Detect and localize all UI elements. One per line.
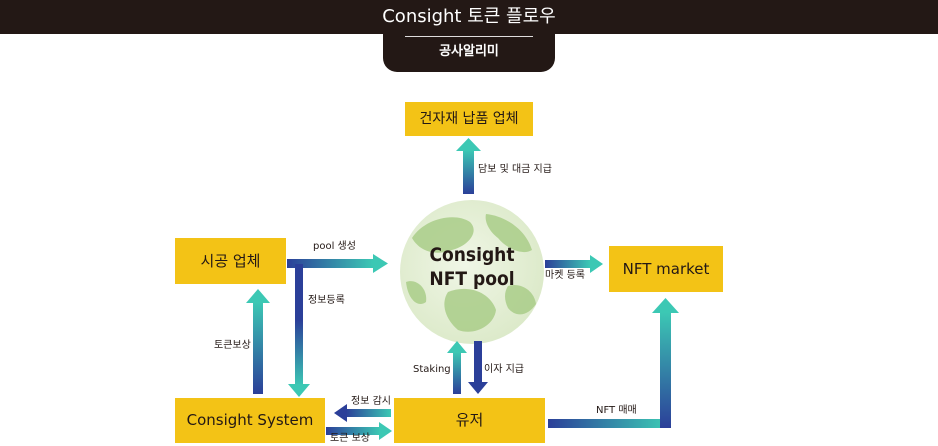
arrow-system-to-user xyxy=(326,422,392,440)
system-node: Consight System xyxy=(175,398,325,443)
contractor-label: 시공 업체 xyxy=(200,252,261,270)
arrow-pool-to-supplier xyxy=(456,138,481,194)
arrow-user-to-pool xyxy=(447,341,467,394)
edge-label-collateral: 담보 및 대금 지급 xyxy=(478,164,552,175)
arrow-pool-to-user xyxy=(468,341,488,394)
arrow-contractor-to-system xyxy=(288,264,310,397)
arrow-contractor-to-pool xyxy=(287,254,388,273)
edge-label-staking: Staking xyxy=(413,364,451,375)
brand-tab-label: 공사알리미 xyxy=(439,44,499,59)
edge-label-info-monitor: 정보 감시 xyxy=(351,396,391,407)
globe-icon xyxy=(400,200,544,344)
edge-label-token-reward-left: 토큰보상 xyxy=(214,340,251,351)
edge-label-info-register: 정보등록 xyxy=(308,295,345,306)
user-node: 유저 xyxy=(394,398,545,443)
arrow-system-to-contractor xyxy=(246,289,270,394)
market-label: NFT market xyxy=(622,260,710,278)
tab-divider xyxy=(405,36,533,37)
contractor-node: 시공 업체 xyxy=(175,238,286,284)
brand-tab: 공사알리미 xyxy=(383,34,555,72)
edge-label-market-register: 마켓 등록 xyxy=(545,270,585,281)
arrow-user-to-system xyxy=(334,404,391,422)
edge-label-interest: 이자 지급 xyxy=(484,364,524,375)
supplier-node: 건자재 납품 업체 xyxy=(405,102,533,136)
pool-label-line2: NFT pool xyxy=(429,268,515,290)
edge-label-nft-trade: NFT 매매 xyxy=(596,405,637,416)
system-label: Consight System xyxy=(186,411,314,429)
supplier-label: 건자재 납품 업체 xyxy=(419,111,519,127)
page-title: Consight 토큰 플로우 xyxy=(382,6,556,27)
market-node: NFT market xyxy=(609,246,723,292)
arrow-pool-to-market xyxy=(545,255,603,273)
edge-label-token-reward-bottom: 토큰 보상 xyxy=(330,433,370,444)
edge-label-pool-create: pool 생성 xyxy=(313,241,356,252)
user-label: 유저 xyxy=(455,411,484,429)
header-bar xyxy=(0,0,938,34)
pool-label-line1: Consight xyxy=(429,244,515,266)
arrow-user-to-market xyxy=(548,298,679,428)
pool-label: Consight NFT pool xyxy=(400,243,544,291)
